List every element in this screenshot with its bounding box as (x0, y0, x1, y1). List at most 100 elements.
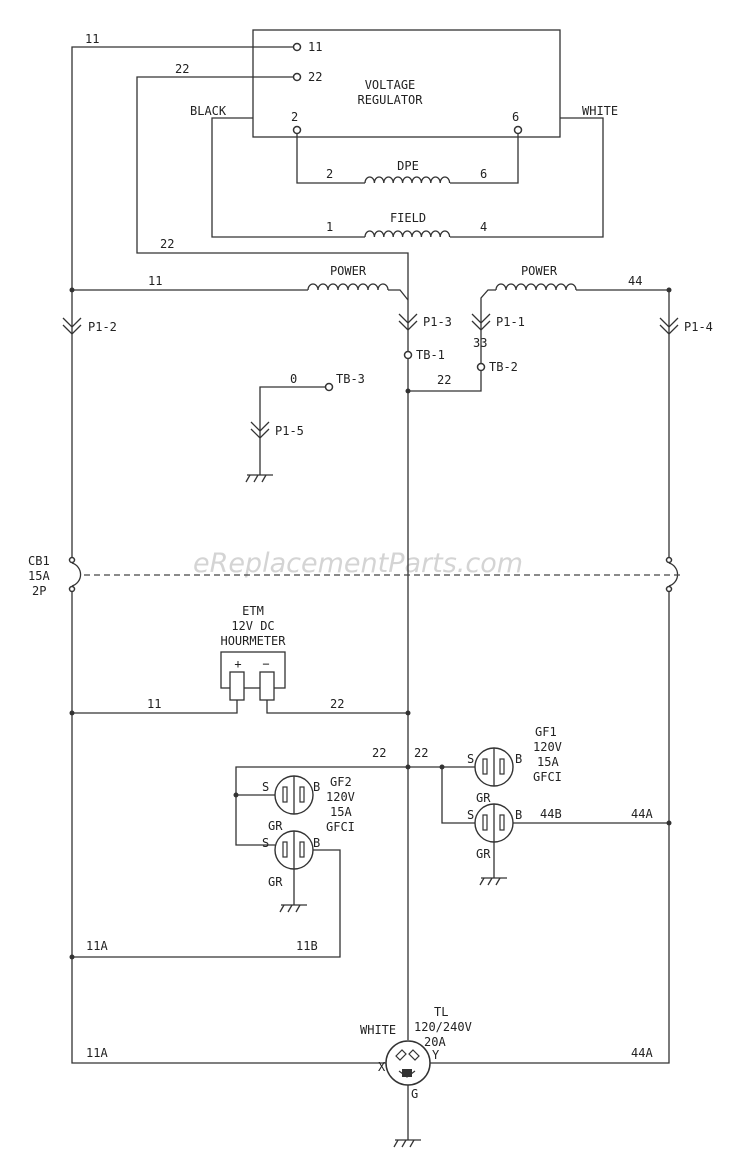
regulator-pin-2: 2 (291, 110, 298, 124)
pin-b: B (515, 752, 522, 766)
tl-name: TL (434, 1005, 448, 1019)
pin-gr: GR (268, 819, 283, 833)
wire-0 (259, 386, 325, 440)
terminal-tb-2 (476, 362, 486, 372)
wire-label-11-top: 11 (85, 32, 99, 46)
plug-p1-2: P1-2 (62, 290, 117, 335)
circuit-breaker-cb1: CB1 15A 2P (28, 554, 681, 598)
wire-label-etm-22: 22 (330, 697, 344, 711)
regulator-terminal-22 (292, 72, 302, 82)
plug-label-p1-5: P1-5 (275, 424, 304, 438)
gf2-label-4: GFCI (326, 820, 355, 834)
plug-p1-4: P1-4 (659, 310, 713, 342)
wire-p11-to-power (480, 289, 496, 310)
wire-label-22-mid: 22 (160, 237, 174, 251)
wire-label-black: BLACK (190, 104, 227, 118)
pin-gr: GR (476, 791, 491, 805)
wire-white (450, 117, 604, 238)
pin-s: S (262, 780, 269, 794)
junction-dot (666, 287, 672, 293)
wire-label-11a-mid: 11A (86, 939, 108, 953)
wire-label-22-top: 22 (175, 62, 189, 76)
tl-pin-g: G (411, 1087, 418, 1101)
wire-22-gf1 (408, 766, 475, 824)
gf2-label-1: GF2 (330, 775, 352, 789)
wire-44a-bottom (429, 1057, 670, 1064)
tl-pin-x: X (378, 1060, 386, 1074)
wire-label-44-power: 44 (628, 274, 642, 288)
plug-p1-5: P1-5 (250, 421, 304, 439)
dpe-label: DPE (397, 159, 419, 173)
watermark: eReplacementParts.com (193, 548, 523, 579)
junction-dot (233, 792, 239, 798)
field-winding: FIELD 1 4 (326, 211, 487, 238)
ground-symbol-p15 (245, 440, 273, 483)
terminal-tb-1 (403, 350, 413, 360)
breaker-poles: 2P (32, 584, 46, 598)
plug-p1-1: P1-1 33 (471, 310, 525, 363)
wire-label-11a-bottom: 11A (86, 1046, 108, 1060)
wire-label-gf-22b: 22 (414, 746, 428, 760)
pin-b: B (313, 836, 320, 850)
wire-label-11-power: 11 (148, 274, 162, 288)
junction-dot (666, 820, 672, 826)
plug-label-p1-3: P1-3 (423, 315, 452, 329)
regulator-pin-6: 6 (512, 110, 519, 124)
power-winding-right (495, 283, 577, 291)
gf2-label-2: 120V (326, 790, 355, 804)
power-right-label: POWER (521, 264, 558, 278)
etm-minus: − (262, 657, 269, 671)
receptacle-gf2: S B GR S B GR GF2 120V 15A GFCI (262, 775, 355, 905)
regulator-terminal-2 (292, 125, 302, 135)
ground-symbol-gf2 (279, 904, 307, 913)
tl-white: WHITE (360, 1023, 396, 1037)
breaker-rating: 15A (28, 569, 50, 583)
breaker-name: CB1 (28, 554, 50, 568)
wire-label-33: 33 (473, 336, 487, 350)
etm-label-2: 12V DC (231, 619, 274, 633)
wire-11-top (71, 46, 293, 290)
regulator-label-1: VOLTAGE (365, 78, 416, 92)
tl-amps: 20A (424, 1035, 446, 1049)
wire-black (211, 117, 365, 238)
plug-p1-3: P1-3 (398, 300, 452, 352)
regulator-terminal-11 (292, 42, 302, 52)
receptacle-gf1: S B GR S B GR GF1 120V 15A GFCI (467, 725, 562, 878)
etm-hourmeter: ETM 12V DC HOURMETER + − 11 22 (72, 604, 408, 714)
regulator-pin-22: 22 (308, 70, 322, 84)
dpe-winding: DPE 2 6 (296, 134, 519, 184)
wire-label-etm-11: 11 (147, 697, 161, 711)
dpe-left-number: 2 (326, 167, 333, 181)
tl-pin-y: Y (432, 1048, 440, 1062)
receptacle-tl: TL 120/240V 20A WHITE X Y G (360, 1005, 472, 1140)
terminal-tb-3 (324, 382, 334, 392)
power-left-label: POWER (330, 264, 367, 278)
junction-dot (69, 954, 75, 960)
gf2-label-3: 15A (330, 805, 352, 819)
wire-label-11b: 11B (296, 939, 318, 953)
etm-plus: + (234, 657, 241, 671)
wire-label-44a-mid: 44A (631, 807, 653, 821)
terminal-label-tb-2: TB-2 (489, 360, 518, 374)
junction-dot (439, 764, 445, 770)
terminal-label-tb-3: TB-3 (336, 372, 365, 386)
field-label: FIELD (390, 211, 426, 225)
field-right-number: 4 (480, 220, 487, 234)
etm-label-3: HOURMETER (220, 634, 286, 648)
wire-22-top (136, 76, 409, 300)
junction-dot (405, 764, 411, 770)
wire-label-22-tb: 22 (437, 373, 451, 387)
wire-11a-bottom (71, 1057, 387, 1064)
regulator-label-2: REGULATOR (357, 93, 423, 107)
pin-gr: GR (476, 847, 491, 861)
voltage-regulator: VOLTAGE REGULATOR 11 22 2 6 (252, 29, 561, 138)
gf1-label-1: GF1 (535, 725, 557, 739)
wire-power-left-to-p13 (388, 289, 409, 301)
wire-label-0: 0 (290, 372, 297, 386)
wire-label-white: WHITE (582, 104, 618, 118)
wire-22-tb2 (408, 371, 482, 392)
power-winding-left (307, 283, 389, 291)
pin-s: S (467, 808, 474, 822)
plug-label-p1-1: P1-1 (496, 315, 525, 329)
